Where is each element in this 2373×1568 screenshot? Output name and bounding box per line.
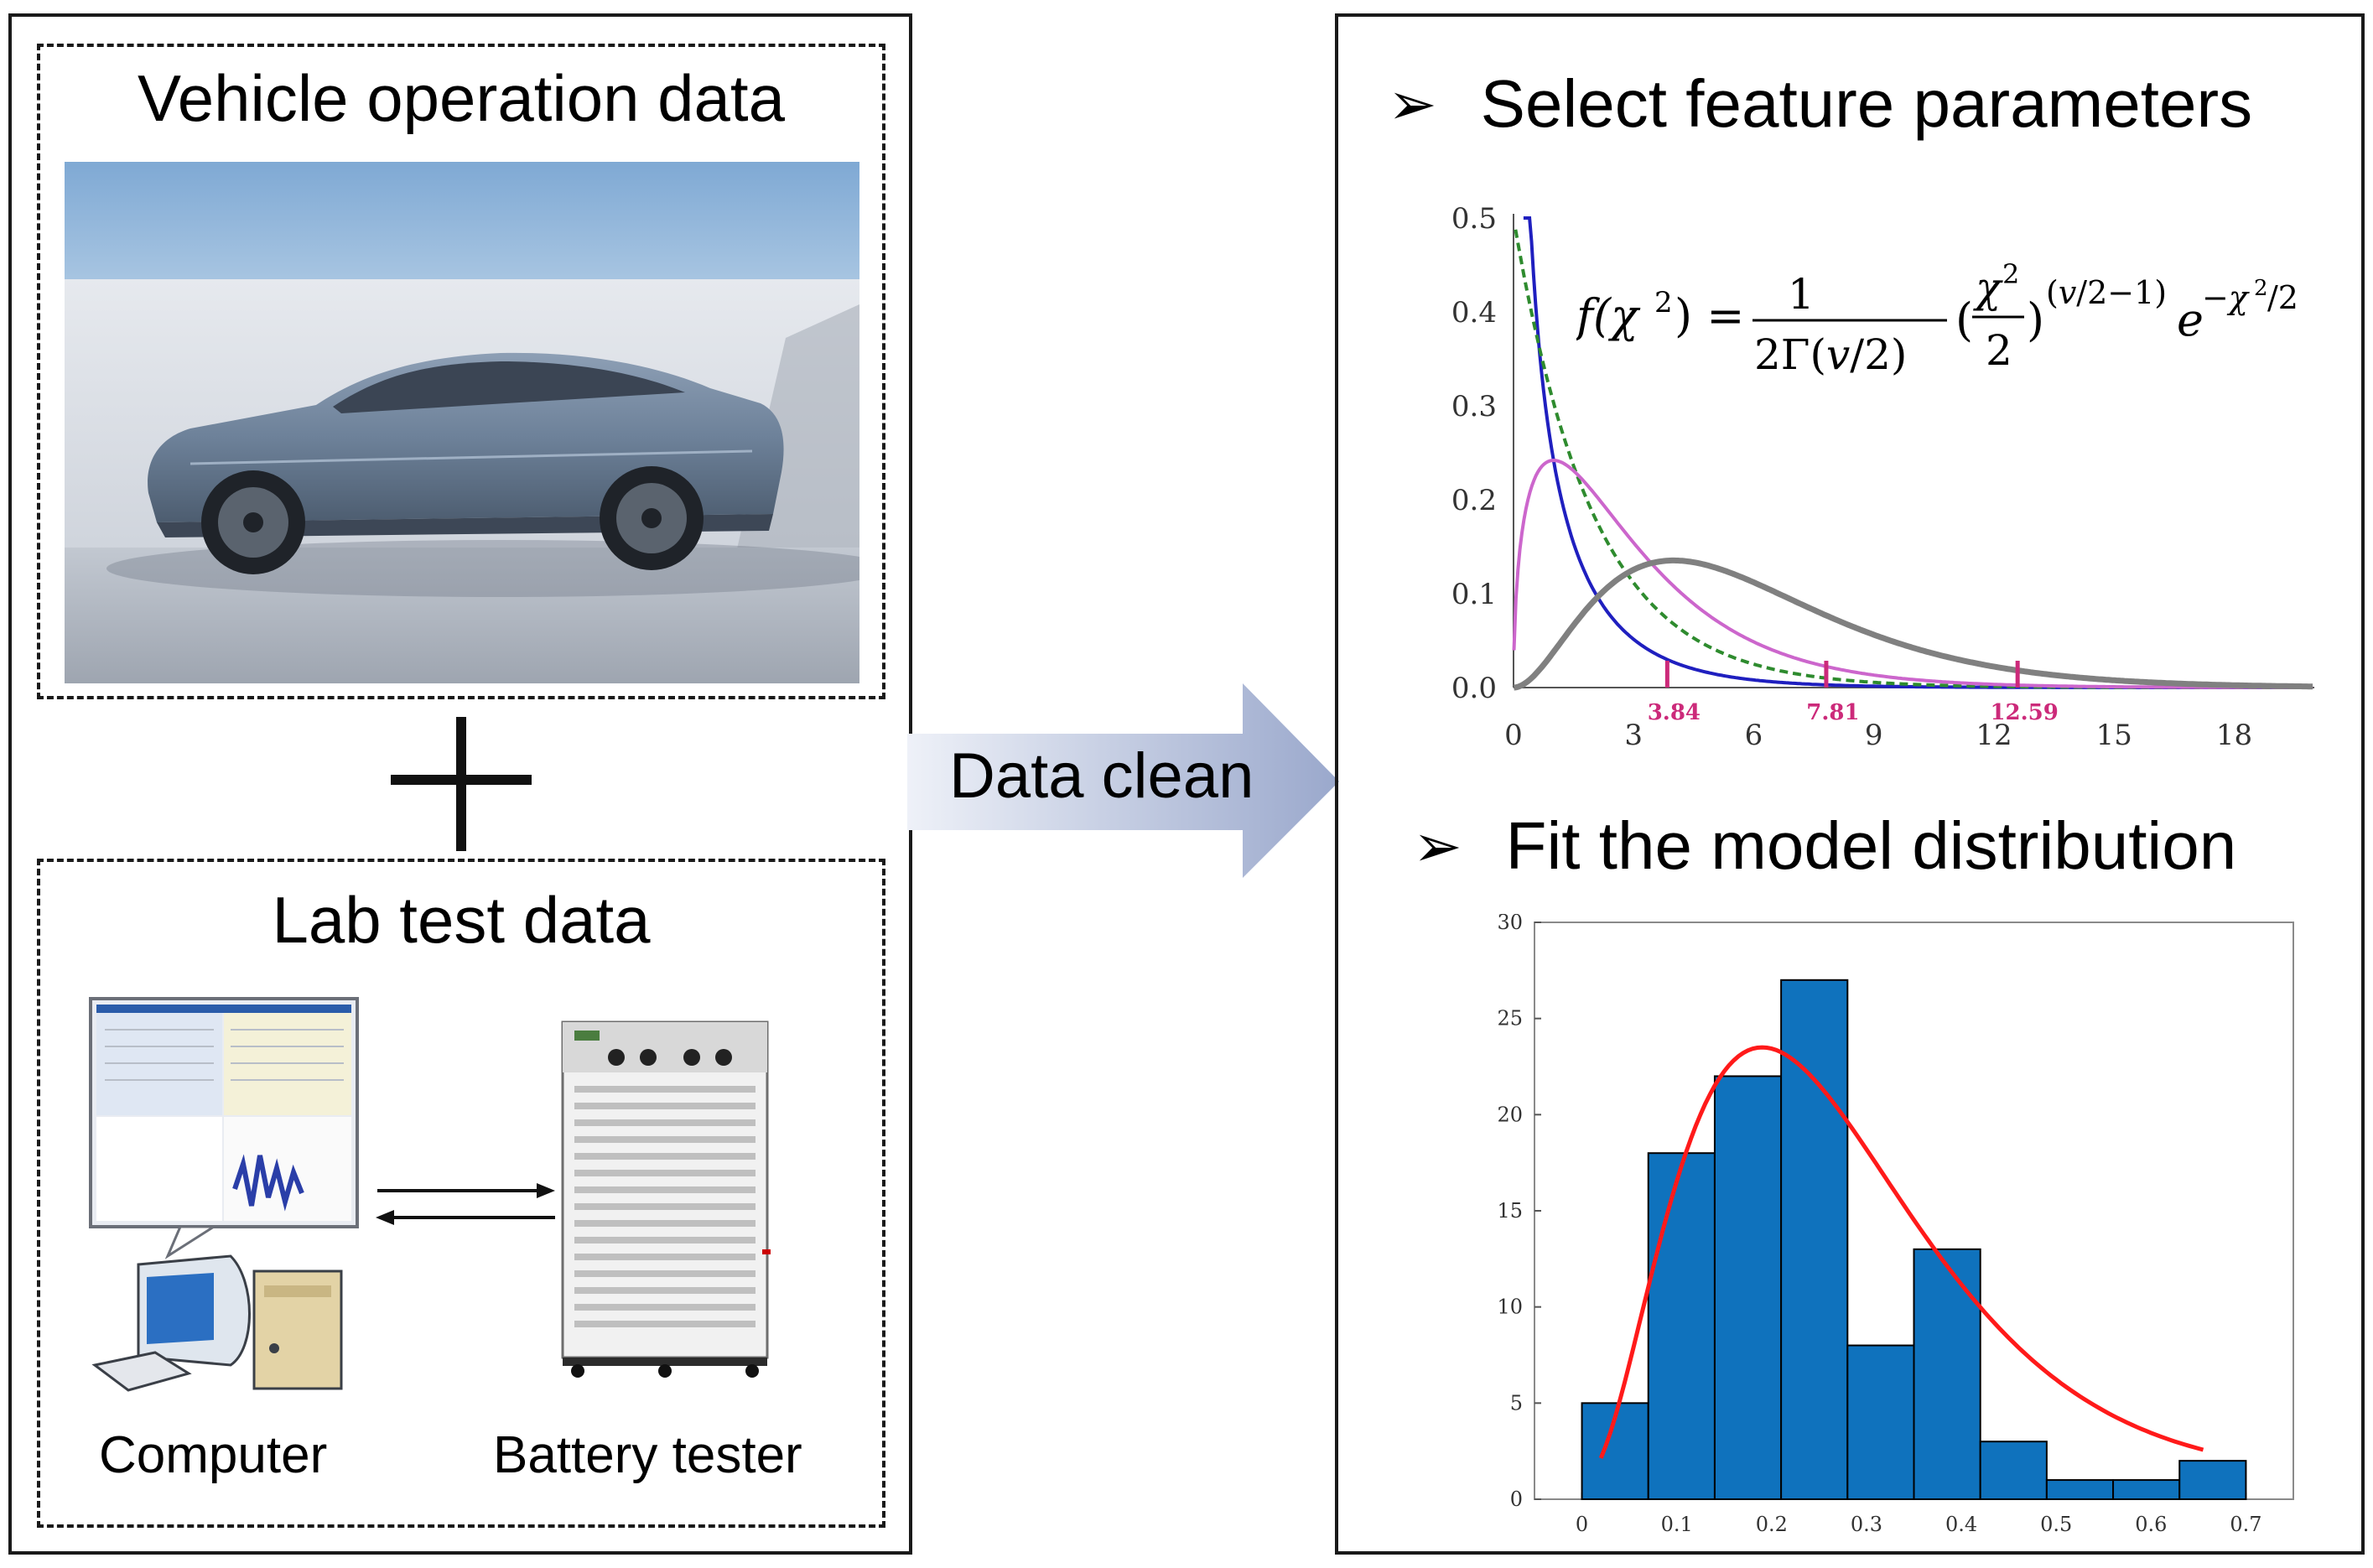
hist-bar [1780, 979, 1849, 1501]
svg-text:): ) [2027, 293, 2044, 346]
hist-x-tick-label: 0.7 [2230, 1513, 2261, 1536]
heading-select-features: ➢ Select feature parameters [1388, 65, 2252, 143]
svg-text:(: ( [1955, 293, 1973, 346]
hist-x-tick-label: 0.1 [1661, 1513, 1693, 1536]
bullet-arrow-icon: ➢ [1388, 71, 1437, 137]
hist-x-tick-label: 0.5 [2040, 1513, 2072, 1536]
hist-bar [1713, 1075, 1783, 1500]
data-link-arrows [376, 1183, 555, 1225]
hist-y-tick-label: 0 [1510, 1488, 1523, 1511]
hist-bar [1913, 1248, 1981, 1500]
hist-x-tick-label: 0.3 [1851, 1513, 1882, 1536]
right-panel [1335, 13, 2365, 1555]
car-photo [65, 162, 859, 683]
hist-x-tick-label: 0 [1576, 1513, 1588, 1536]
hist-bar [2045, 1479, 2115, 1500]
computer-label: Computer [99, 1426, 328, 1484]
hist-y-tick-label: 5 [1510, 1391, 1523, 1415]
svg-text:) =: ) = [1675, 289, 1744, 342]
hist-y-tick-label: 10 [1497, 1295, 1523, 1319]
chi-series-df6 [1514, 557, 2313, 691]
svg-text:(v/2−1): (v/2−1) [2046, 274, 2167, 311]
hist-bar [1846, 1344, 1915, 1500]
chi-square-formula: f(χ 2 ) = 1 2Γ(v/2) ( χ 2 2 ) (v/2−1) e … [1576, 260, 2298, 379]
hist-x-tick-label: 0.2 [1756, 1513, 1788, 1536]
heading-select-features-text: Select feature parameters [1480, 66, 2253, 141]
lab-data-box [37, 859, 885, 1528]
hist-y-tick-label: 30 [1497, 914, 1523, 934]
chi-y-tick-label: 0.0 [1451, 672, 1497, 705]
hist-bar [2112, 1479, 2181, 1500]
svg-text:1: 1 [1788, 270, 1815, 319]
chi-x-tick-label: 12 [1976, 719, 2012, 752]
chi-critical-label: 3.84 [1648, 700, 1701, 725]
vehicle-data-box [37, 44, 885, 699]
hist-bar [1979, 1441, 2048, 1501]
chi-x-tick-label: 3 [1624, 719, 1643, 752]
svg-text:2: 2 [2254, 276, 2268, 301]
chi-critical-label: 12.59 [1990, 700, 2058, 725]
svg-text:2: 2 [2002, 260, 2019, 290]
hist-x-tick-label: 0.6 [2135, 1513, 2167, 1536]
vehicle-data-title: Vehicle operation data [138, 61, 785, 135]
hist-bar [2178, 1460, 2247, 1501]
hist-bar [1647, 1152, 1716, 1500]
svg-text:/2: /2 [2267, 279, 2298, 316]
hist-y-tick-label: 25 [1497, 1007, 1523, 1031]
lab-data-title: Lab test data [272, 883, 651, 957]
bullet-arrow-icon: ➢ [1413, 813, 1462, 879]
battery-tester-illustration [561, 1020, 771, 1378]
chi-x-tick-label: 9 [1865, 719, 1883, 752]
svg-text:2Γ(v/2): 2Γ(v/2) [1754, 330, 1907, 379]
battery-tester-label: Battery tester [493, 1426, 802, 1484]
data-clean-arrow [907, 683, 1339, 878]
plus-icon [391, 717, 532, 851]
chi-series-df3 [1512, 458, 2313, 689]
svg-text:f(χ: f(χ [1576, 289, 1641, 342]
chi-y-tick-label: 0.4 [1451, 296, 1497, 330]
chi-y-tick-label: 0.2 [1451, 484, 1497, 517]
svg-text:χ: χ [1973, 263, 2003, 312]
chi-x-tick-label: 15 [2096, 719, 2132, 752]
hist-x-tick-label: 0.4 [1945, 1513, 1977, 1536]
heading-fit-distribution-text: Fit the model distribution [1505, 808, 2237, 883]
histogram-chart: 0 5 10 15 20 25 30 0 0.1 0.2 0.3 0.4 0.5 0.6 0.7 [1497, 914, 2294, 1536]
chi-y-tick-label: 0.5 [1451, 202, 1497, 236]
hist-y-tick-label: 20 [1497, 1103, 1523, 1126]
chi-x-tick-label: 18 [2216, 719, 2252, 752]
chi-y-tick-label: 0.3 [1451, 390, 1497, 423]
chi-x-tick-label: 6 [1745, 719, 1763, 752]
chi-critical-label: 7.81 [1806, 700, 1859, 725]
computer-illustration [89, 997, 359, 1392]
data-clean-label: Data clean [949, 740, 1254, 812]
hist-fit-curve [1598, 1045, 2204, 1459]
chi-series-df2 [1514, 229, 2313, 689]
chi-y-tick-label: 0.1 [1451, 578, 1497, 611]
svg-text:−χ: −χ [2202, 279, 2250, 316]
hist-y-tick-label: 15 [1497, 1199, 1523, 1223]
heading-fit-distribution: ➢ Fit the model distribution [1413, 807, 2236, 885]
svg-text:e: e [2177, 293, 2204, 346]
svg-text:2: 2 [1986, 326, 2012, 375]
svg-text:2: 2 [1654, 286, 1673, 319]
chi-x-tick-label: 0 [1504, 719, 1523, 752]
